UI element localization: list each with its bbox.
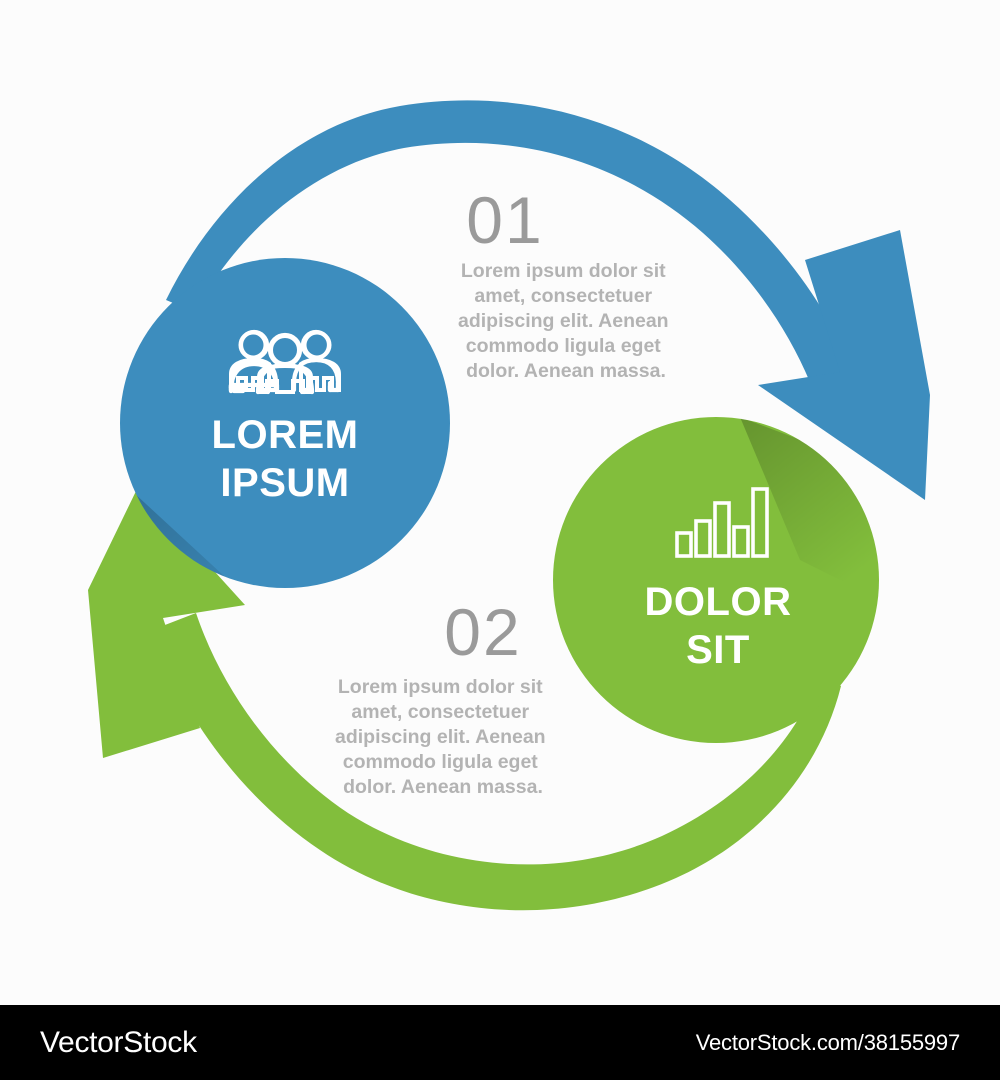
step-01-body: Lorem ipsum dolor sit amet, consectetuer… <box>458 260 674 382</box>
step-02-line-1: Lorem ipsum dolor sit <box>338 676 543 698</box>
step-01-line-4: commodo ligula eget <box>466 335 662 357</box>
green-arrow-head <box>88 487 245 758</box>
step-02-line-4: commodo ligula eget <box>343 751 539 773</box>
step-01-number: 01 <box>466 183 543 257</box>
blue-arrow <box>166 100 930 500</box>
diagram-canvas: LOREM IPSUM DOLOR SIT <box>88 100 930 911</box>
step-02-line-3: adipiscing elit. Aenean <box>335 726 546 748</box>
step-02-body: Lorem ipsum dolor sit amet, consectetuer… <box>335 676 551 798</box>
blue-circle[interactable]: LOREM IPSUM <box>120 258 450 640</box>
green-arrow <box>88 487 841 911</box>
step-02-line-5: dolor. Aenean massa. <box>343 776 543 798</box>
blue-arrow-head <box>758 230 930 500</box>
blue-circle-title-line2: IPSUM <box>220 461 349 505</box>
blue-circle-shape <box>120 258 450 588</box>
green-circle-title-line2: SIT <box>686 628 750 672</box>
bar-chart-icon <box>675 487 769 558</box>
step-02-number: 02 <box>444 595 521 669</box>
green-arrow-band <box>152 613 841 911</box>
cycle-diagram: LOREM IPSUM DOLOR SIT <box>88 100 930 911</box>
step-01-line-1: Lorem ipsum dolor sit <box>461 260 666 282</box>
step-01-block: 01 Lorem ipsum dolor sit amet, consectet… <box>458 183 674 382</box>
watermark-footer: VectorStock VectorStock.com/38155997 <box>0 1005 1000 1080</box>
vectorstock-brand: VectorStock <box>40 1025 197 1059</box>
vectorstock-url: VectorStock.com/38155997 <box>695 1029 960 1055</box>
step-01-line-2: amet, consectetuer <box>474 285 652 307</box>
green-circle-title-line1: DOLOR <box>645 580 792 624</box>
step-02-line-2: amet, consectetuer <box>351 701 529 723</box>
step-01-line-5: dolor. Aenean massa. <box>466 360 666 382</box>
step-01-line-3: adipiscing elit. Aenean <box>458 310 669 332</box>
blue-arrow-band <box>166 100 866 425</box>
step-02-block: 02 Lorem ipsum dolor sit amet, consectet… <box>335 595 551 798</box>
people-group-icon-detail <box>229 330 341 394</box>
green-circle[interactable]: DOLOR SIT <box>553 417 880 743</box>
blue-circle-title-line1: LOREM <box>212 413 359 457</box>
